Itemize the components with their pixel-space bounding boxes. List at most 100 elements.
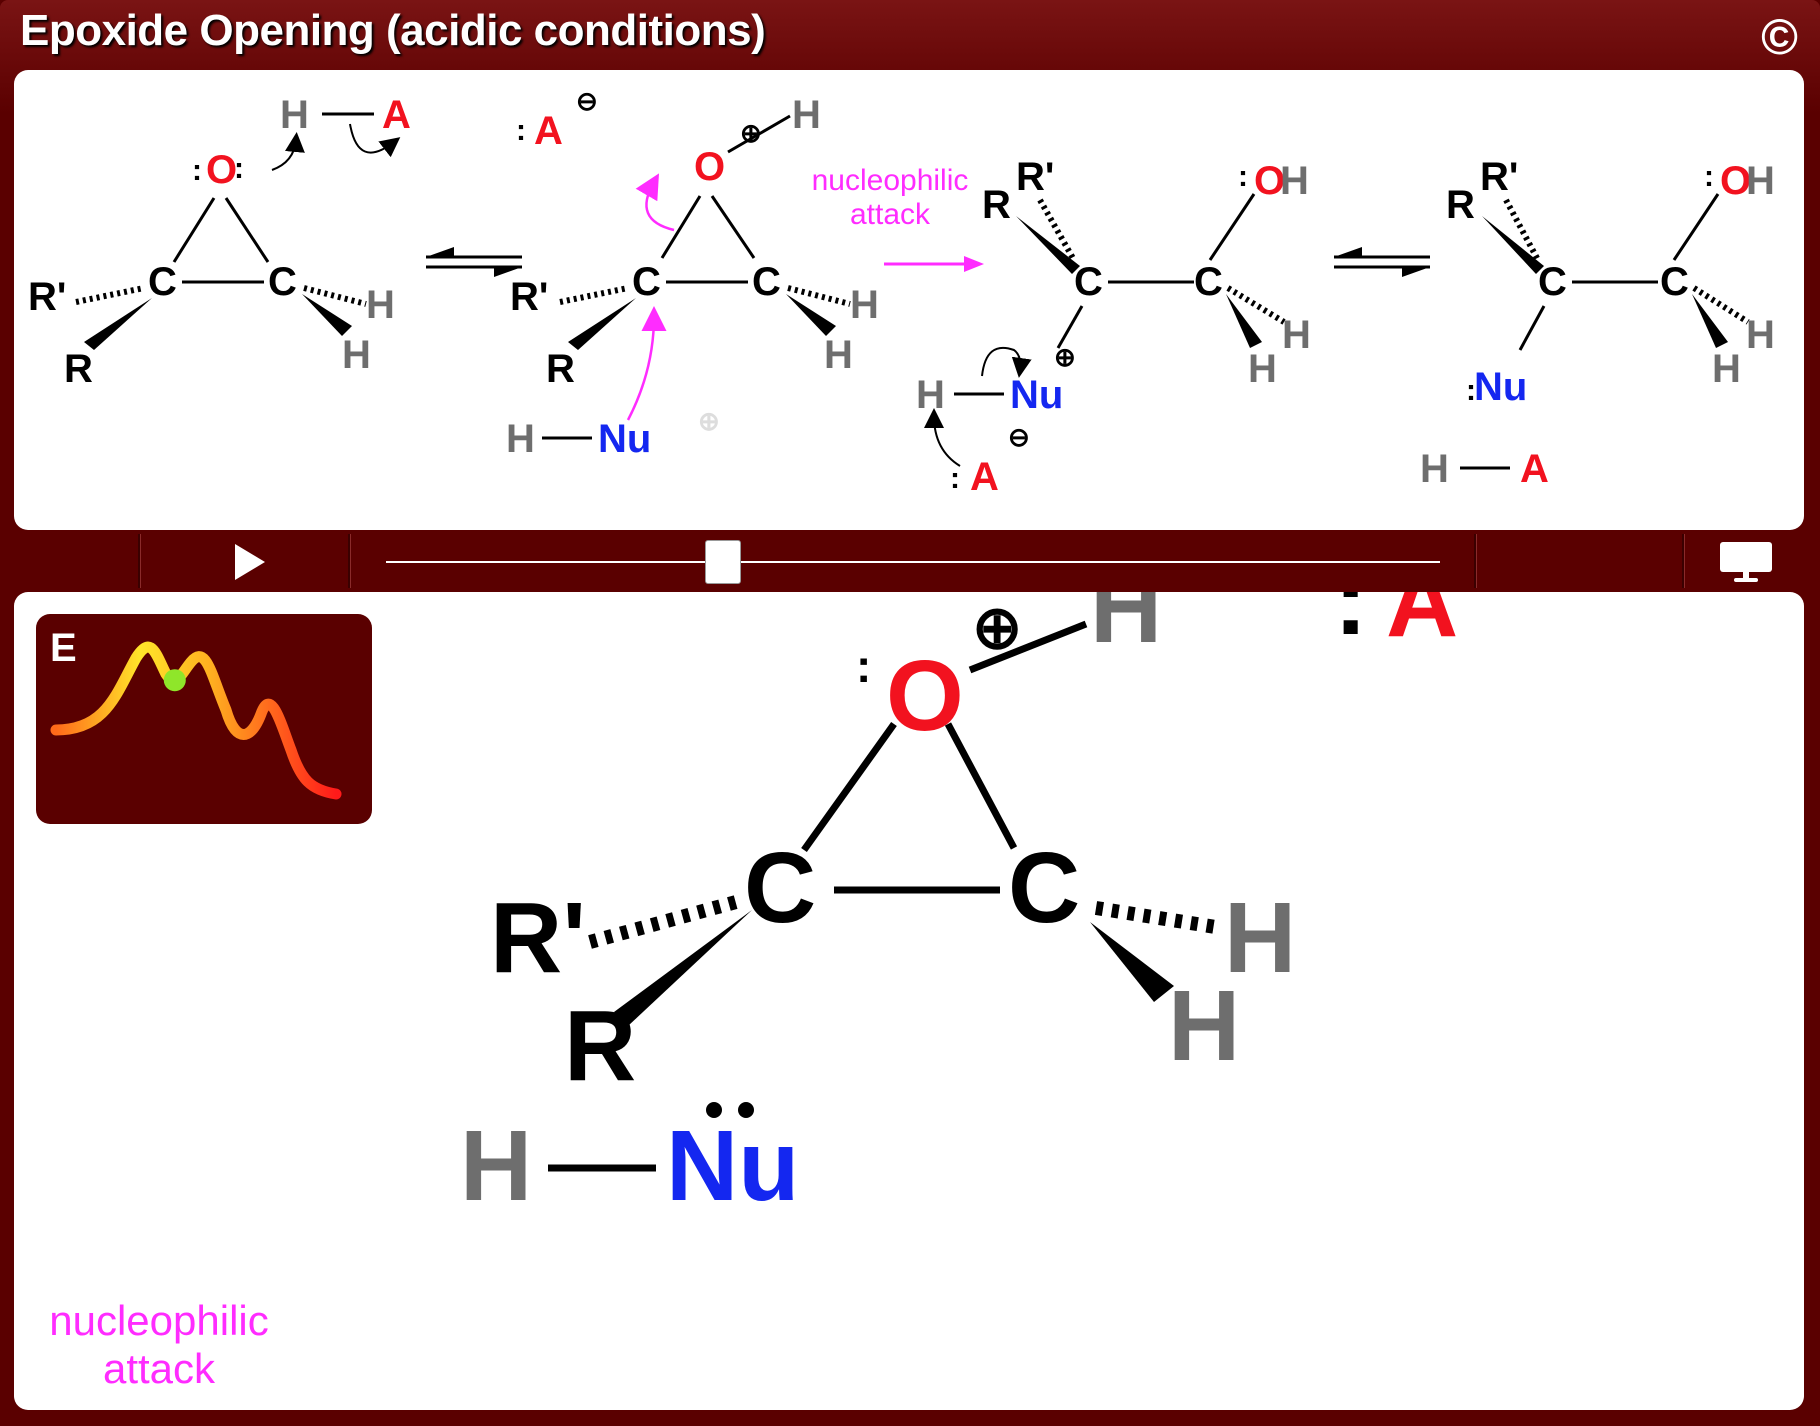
hydrogen-atom: H	[460, 1110, 532, 1222]
control-divider	[348, 534, 351, 588]
structure-protonated-epoxide: : A ⊖ O ⊕ H C C R' R H H H	[506, 86, 879, 461]
hydrogen-atom: H	[280, 93, 309, 137]
monitor-icon[interactable]	[1716, 540, 1776, 584]
r-prime-group: R'	[1480, 155, 1518, 199]
nucleophile: Nu	[666, 1110, 799, 1222]
energy-axis-label: E	[50, 626, 77, 670]
carbon-atom: C	[1194, 260, 1223, 304]
current-step-panel: E nucleophilic attack : O	[14, 592, 1804, 1410]
lone-pair: :	[516, 114, 526, 147]
page-title: Epoxide Opening (acidic conditions)	[20, 6, 766, 55]
carbon-atom: C	[1008, 832, 1080, 944]
playback-controls	[14, 534, 1804, 588]
control-divider	[138, 534, 141, 588]
mechanism-overview: : O : C C R' R H H H A	[28, 86, 1775, 499]
nucleophile: Nu	[598, 417, 651, 461]
structure-opened-intermediate: R' R C C : O H H H H Nu ⊕	[916, 155, 1311, 499]
energy-diagram: E	[36, 614, 372, 824]
carbon-atom: C	[632, 260, 661, 304]
oxygen-atom: O	[206, 148, 237, 192]
lone-pair: :	[1466, 374, 1476, 407]
lone-pair-dot	[706, 1102, 722, 1118]
carbon-atom: C	[148, 260, 177, 304]
carbon-atom: C	[1074, 260, 1103, 304]
control-divider	[1474, 534, 1477, 588]
carbon-atom: C	[752, 260, 781, 304]
acid-atom: A	[1520, 447, 1549, 491]
carbon-atom: C	[744, 832, 816, 944]
r-prime-group: R'	[1016, 155, 1054, 199]
r-prime-group: R'	[28, 275, 66, 319]
plus-charge: ⊕	[1054, 342, 1076, 372]
hydrogen-atom: H	[1280, 159, 1309, 203]
carbon-atom: C	[1660, 260, 1689, 304]
energy-profile	[50, 641, 342, 800]
title-bar: Epoxide Opening (acidic conditions) ©	[0, 0, 1820, 70]
play-icon[interactable]	[229, 542, 269, 582]
lone-pair-dot	[738, 1102, 754, 1118]
r-group: R	[64, 347, 93, 391]
plus-charge-faded: ⊕	[698, 406, 720, 436]
acid-anion: A	[970, 455, 999, 499]
hydrogen-atom: H	[506, 417, 535, 461]
energy-curve	[50, 641, 342, 800]
hydrogen-atom: H	[1224, 882, 1296, 994]
oxygen-atom: O	[694, 145, 725, 189]
step-caption: nucleophilic attack	[14, 1297, 304, 1393]
lone-pair: :	[234, 152, 244, 185]
hydrogen-atom: H	[850, 283, 879, 327]
protonated-epoxide-closeup: : O ⊕ H : A ⊖ C C R' R H H H Nu	[460, 592, 1458, 1222]
r-group: R	[982, 183, 1011, 227]
lone-pair: :	[950, 462, 960, 495]
nucleophilic-attack-arrow: nucleophilic attack	[812, 164, 984, 272]
nucleophile: Nu	[1474, 365, 1527, 409]
hydroxyl-oxygen: O	[1720, 159, 1751, 203]
step-caption-line2: attack	[102, 1345, 216, 1392]
hydrogen-atom: H	[1420, 447, 1449, 491]
r-group: R	[564, 990, 636, 1102]
hydrogen-atom: H	[366, 283, 395, 327]
nucleophile: Nu	[1010, 373, 1063, 417]
equilibrium-arrow	[426, 247, 522, 277]
hydrogen-atom: H	[824, 333, 853, 377]
hydrogen-atom: H	[792, 93, 821, 137]
minus-charge: ⊖	[576, 86, 598, 116]
arrow-label-line2: attack	[850, 198, 931, 231]
lone-pair: :	[1334, 592, 1367, 656]
energy-position-marker	[163, 669, 186, 692]
structure-epoxide: : O : C C R' R H H H A	[28, 93, 411, 391]
structure-product: R' R C C : Nu : O H H H H A	[1420, 155, 1775, 491]
hydrogen-atom: H	[342, 333, 371, 377]
r-prime-group: R'	[490, 882, 586, 994]
hydroxyl-oxygen: O	[1254, 159, 1285, 203]
r-group: R	[1446, 183, 1475, 227]
hydrogen-atom: H	[1712, 347, 1741, 391]
timeline-track[interactable]	[386, 561, 1440, 563]
hydrogen-atom: H	[1746, 159, 1775, 203]
timeline-slider-thumb[interactable]	[705, 540, 742, 584]
carbon-atom: C	[268, 260, 297, 304]
equilibrium-arrow	[1334, 247, 1430, 277]
lone-pair: :	[192, 154, 202, 187]
lone-pair: :	[856, 640, 871, 692]
hydrogen-atom: H	[1090, 592, 1162, 664]
acid-anion: A	[1386, 592, 1458, 658]
hydrogen-atom: H	[916, 373, 945, 417]
r-group: R	[546, 347, 575, 391]
control-divider	[1682, 534, 1685, 588]
acid-anion: A	[534, 109, 563, 153]
acid-atom: A	[382, 93, 411, 137]
step-caption-line1: nucleophilic	[49, 1297, 269, 1344]
lone-pair: :	[1238, 160, 1248, 193]
arrow-label-line1: nucleophilic	[812, 164, 969, 197]
hydrogen-atom: H	[1746, 313, 1775, 357]
carbon-atom: C	[1538, 260, 1567, 304]
mechanism-overview-panel: : O : C C R' R H H H A	[14, 70, 1804, 530]
copyright-icon[interactable]: ©	[1761, 9, 1798, 65]
hydrogen-atom: H	[1168, 970, 1240, 1082]
minus-charge: ⊖	[1008, 422, 1030, 452]
hydrogen-atom: H	[1248, 347, 1277, 391]
r-prime-group: R'	[510, 275, 548, 319]
hydrogen-atom: H	[1282, 313, 1311, 357]
